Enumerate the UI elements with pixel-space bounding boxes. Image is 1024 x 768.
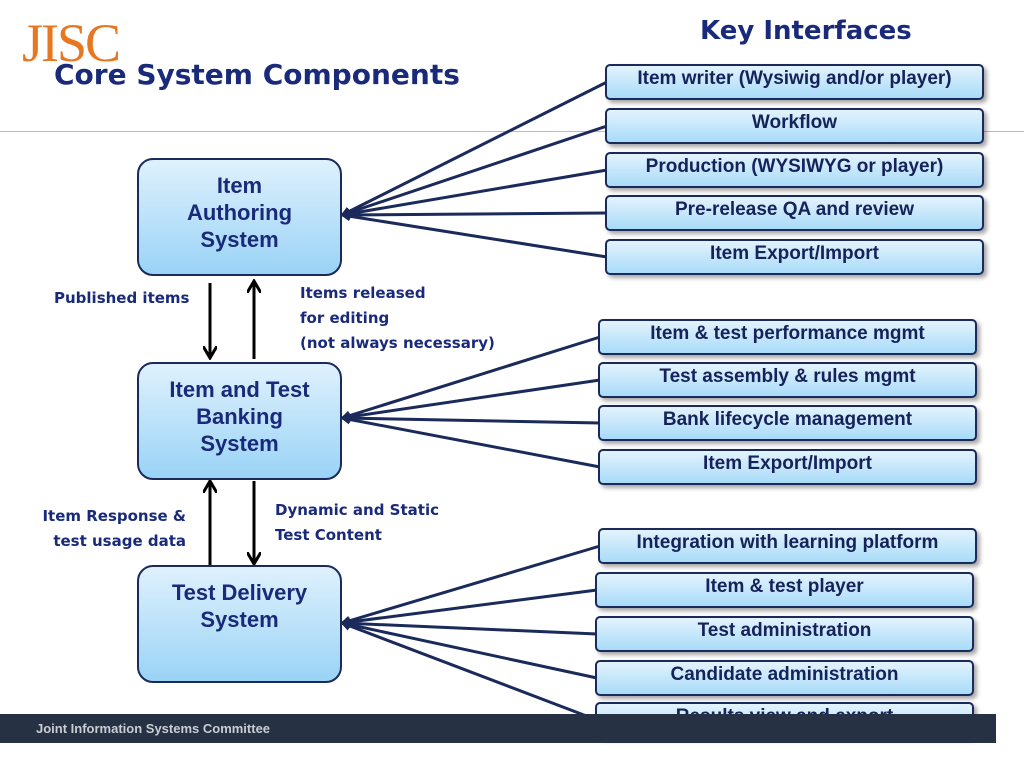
connector-banking-3 — [340, 413, 601, 425]
connector-authoring-3 — [340, 168, 608, 219]
connector-authoring-5 — [340, 211, 608, 259]
item-authoring-system: Item Authoring System — [137, 158, 342, 276]
page-title: Core System Components — [54, 58, 460, 91]
system-label-line: Authoring — [186, 200, 293, 225]
interface-authoring-export-import: Item Export/Import — [605, 239, 984, 275]
footer-bar: Joint Information Systems Committee — [0, 714, 996, 743]
item-test-banking-system: Item and Test Banking System — [137, 362, 342, 480]
system-label-line: System — [200, 227, 279, 252]
key-interfaces-heading: Key Interfaces — [700, 16, 912, 46]
system-label-line: System — [200, 607, 279, 632]
system-label-line: System — [200, 431, 279, 456]
system-label-line: Banking — [196, 404, 283, 429]
label-response-data: Item Response & test usage data — [36, 504, 186, 554]
label-line: for editing — [300, 309, 390, 327]
connector-delivery-1 — [340, 544, 601, 626]
connector-delivery-5 — [340, 621, 598, 722]
label-line: Item Response & — [42, 507, 186, 525]
interface-production: Production (WYSIWYG or player) — [605, 152, 984, 188]
label-items-released: Items released for editing (not always n… — [300, 281, 495, 356]
interface-test-player: Item & test player — [595, 572, 974, 608]
label-line: test usage data — [53, 532, 186, 550]
interface-banking-export-import: Item Export/Import — [598, 449, 977, 485]
header-divider — [0, 131, 1024, 132]
interface-performance-mgmt: Item & test performance mgmt — [598, 319, 977, 355]
interface-prerelease-qa: Pre-release QA and review — [605, 195, 984, 231]
connector-delivery-2 — [340, 588, 598, 627]
label-line: Items released — [300, 284, 426, 302]
label-test-content: Dynamic and Static Test Content — [275, 498, 439, 548]
label-line: (not always necessary) — [300, 334, 495, 352]
interface-test-administration: Test administration — [595, 616, 974, 652]
jisc-logo: JISC — [22, 13, 121, 73]
interface-workflow: Workflow — [605, 108, 984, 144]
connector-banking-4 — [340, 414, 601, 469]
test-delivery-system: Test Delivery System — [137, 565, 342, 683]
connector-authoring-4 — [340, 209, 608, 220]
connector-banking-1 — [340, 335, 601, 421]
connector-delivery-4 — [340, 619, 598, 680]
label-line: Dynamic and Static — [275, 501, 439, 519]
interface-candidate-administration: Candidate administration — [595, 660, 974, 696]
system-label-line: Test Delivery — [171, 580, 308, 605]
system-label-line: Item and Test — [169, 377, 310, 402]
label-published-items: Published items — [54, 289, 190, 307]
interface-item-writer: Item writer (Wysiwig and/or player) — [605, 64, 984, 100]
connector-authoring-1 — [340, 80, 608, 217]
footer-text: Joint Information Systems Committee — [36, 721, 271, 736]
interface-bank-lifecycle: Bank lifecycle management — [598, 405, 977, 441]
label-line: Test Content — [275, 526, 382, 544]
connector-banking-2 — [340, 378, 601, 422]
system-label-line: Item — [216, 173, 263, 198]
interface-assembly-rules: Test assembly & rules mgmt — [598, 362, 977, 398]
interface-learning-platform: Integration with learning platform — [598, 528, 977, 564]
connector-authoring-2 — [340, 124, 608, 218]
connector-delivery-3 — [340, 618, 598, 636]
